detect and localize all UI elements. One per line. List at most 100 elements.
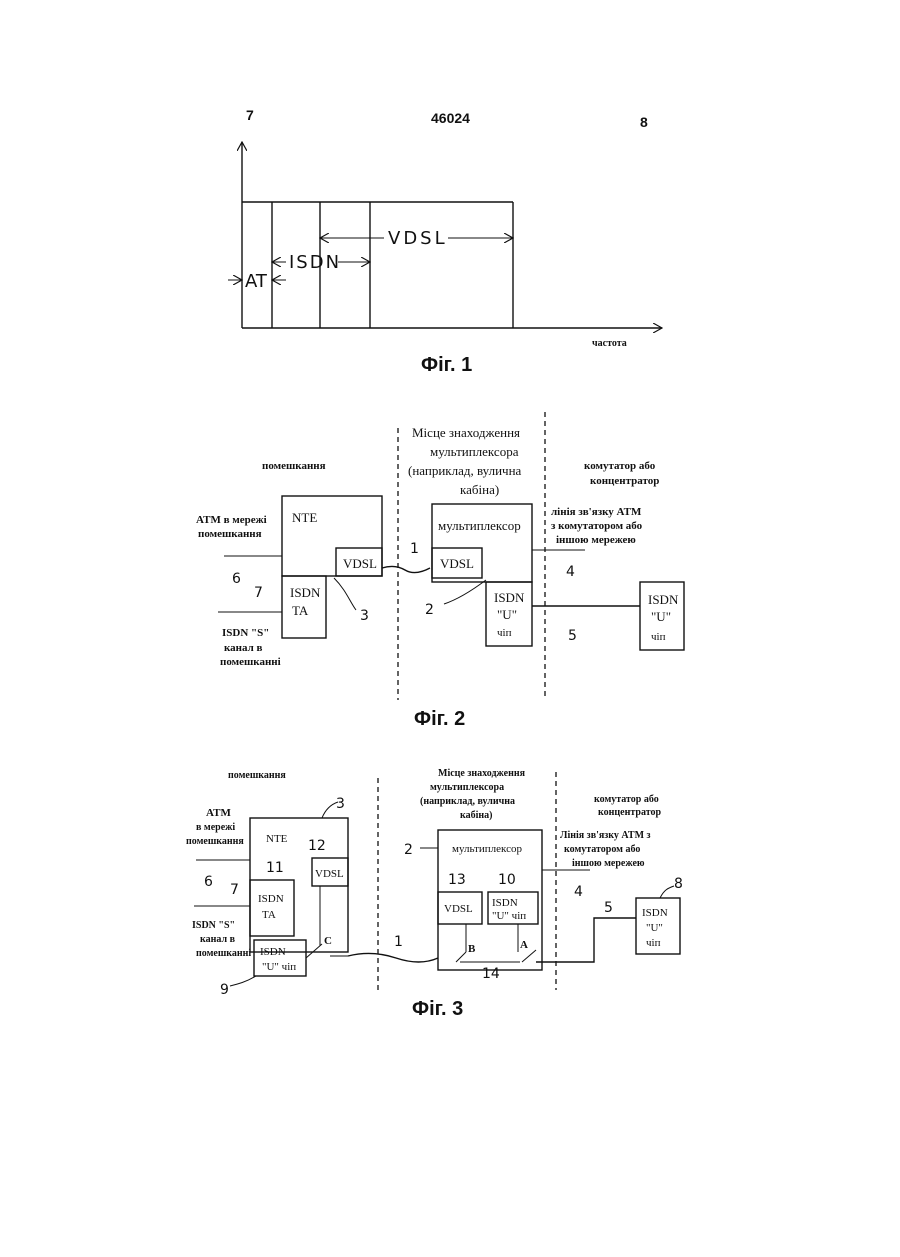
svg-text:"U": "U" bbox=[497, 607, 517, 622]
band-label-isdn: ISDN bbox=[289, 252, 341, 273]
isdn-ta-box bbox=[250, 880, 294, 936]
page-header: 7 46024 8 bbox=[246, 107, 648, 130]
left-page-number: 7 bbox=[246, 107, 254, 123]
svg-text:помешкання: помешкання bbox=[198, 528, 262, 540]
svg-text:комутатор або: комутатор або bbox=[584, 460, 656, 472]
mux-label: мультиплексор bbox=[452, 843, 522, 855]
isdn-s-label: ISDN "S" канал в помешканні bbox=[220, 627, 281, 668]
svg-text:ATM в мережі: ATM в мережі bbox=[196, 514, 267, 526]
svg-text:ATM: ATM bbox=[206, 807, 231, 819]
svg-text:в мережі: в мережі bbox=[196, 822, 235, 833]
switch-a-blade bbox=[522, 950, 536, 962]
svg-text:Місце знаходження: Місце знаходження bbox=[438, 768, 526, 779]
atm-premises-label: ATM в мережі помешкання bbox=[196, 514, 267, 540]
ref-5: 5 bbox=[604, 900, 613, 916]
isdn-s-label: ISDN "S" канал в помешканні bbox=[192, 920, 251, 959]
svg-text:канал в: канал в bbox=[224, 642, 263, 654]
svg-text:помешканні: помешканні bbox=[196, 948, 251, 959]
ref-4: 4 bbox=[566, 564, 575, 580]
ref-2: 2 bbox=[404, 842, 413, 858]
figure-1-caption: Фіг. 1 bbox=[421, 354, 472, 376]
document-number: 46024 bbox=[431, 110, 470, 126]
leader-3 bbox=[334, 578, 356, 610]
band-label-vdsl: VDSL bbox=[388, 228, 448, 249]
ref-3: 3 bbox=[360, 608, 369, 624]
nte-box bbox=[250, 818, 348, 952]
svg-text:(наприклад, вулична: (наприклад, вулична bbox=[408, 463, 522, 478]
svg-text:ISDN: ISDN bbox=[494, 590, 525, 605]
svg-text:"U" чіп: "U" чіп bbox=[262, 961, 296, 973]
band-label-at: AT bbox=[245, 271, 268, 292]
zone-premises-label: помешкання bbox=[228, 770, 286, 781]
figure-3: помешкання Місце знаходження мультиплекс… bbox=[186, 768, 683, 1020]
ref-1: 1 bbox=[394, 934, 403, 950]
ref-11: 11 bbox=[266, 860, 284, 876]
ref-2: 2 bbox=[425, 602, 434, 618]
switch-a-label: A bbox=[520, 939, 528, 951]
svg-text:канал в: канал в bbox=[200, 934, 236, 945]
atm-line-label: Лінія зв'язку ATM з комутатором або іншо… bbox=[560, 830, 651, 869]
ref-6: 6 bbox=[204, 874, 213, 890]
svg-text:мультиплексора: мультиплексора bbox=[430, 444, 519, 459]
svg-text:ISDN "S": ISDN "S" bbox=[222, 627, 269, 639]
vdsl-link-1 bbox=[382, 566, 430, 572]
mux-vdsl-label: VDSL bbox=[444, 903, 473, 915]
x-axis-label: частота bbox=[592, 338, 627, 349]
mux-label: мультиплексор bbox=[438, 518, 521, 533]
ref-3: 3 bbox=[336, 796, 345, 812]
zone-mux-label: Місце знаходження мультиплексора (наприк… bbox=[420, 768, 526, 821]
isdn-u-line-5 bbox=[536, 918, 636, 962]
atm-premises-label: ATM в мережі помешкання bbox=[186, 807, 244, 847]
svg-text:Лінія зв'язку ATM з: Лінія зв'язку ATM з bbox=[560, 830, 651, 841]
svg-text:ISDN: ISDN bbox=[642, 907, 668, 919]
atm-line-label: лінія зв'язку ATM з комутатором або іншо… bbox=[551, 506, 643, 546]
svg-text:(наприклад, вулична: (наприклад, вулична bbox=[420, 796, 515, 807]
nte-label: NTE bbox=[292, 510, 317, 525]
ref-14: 14 bbox=[482, 966, 500, 982]
vdsl-link-1 bbox=[348, 953, 438, 962]
svg-text:ISDN: ISDN bbox=[648, 592, 679, 607]
svg-text:мультиплексора: мультиплексора bbox=[430, 782, 504, 793]
switch-b-label: B bbox=[468, 943, 476, 955]
svg-text:Місце знаходження: Місце знаходження bbox=[412, 425, 520, 440]
nte-vdsl-label: VDSL bbox=[343, 556, 377, 571]
ref-4: 4 bbox=[574, 884, 583, 900]
svg-text:"U": "U" bbox=[651, 609, 671, 624]
ref-5: 5 bbox=[568, 628, 577, 644]
ref-6: 6 bbox=[232, 571, 241, 587]
svg-text:кабіна): кабіна) bbox=[460, 482, 499, 497]
svg-text:з комутатором або: з комутатором або bbox=[551, 520, 643, 532]
switch-c-blade bbox=[306, 944, 322, 958]
leader-8 bbox=[660, 886, 674, 898]
svg-text:чіп: чіп bbox=[646, 937, 661, 949]
svg-text:"U" чіп: "U" чіп bbox=[492, 910, 526, 922]
ref-10: 10 bbox=[498, 872, 516, 888]
figure-2: помешкання Місце знаходження мультиплекс… bbox=[196, 412, 684, 730]
svg-text:концентратор: концентратор bbox=[598, 807, 661, 818]
nte-vdsl-label: VDSL bbox=[315, 868, 344, 880]
svg-text:помешканні: помешканні bbox=[220, 656, 281, 668]
mux-vdsl-label: VDSL bbox=[440, 556, 474, 571]
svg-text:комутатор або: комутатор або bbox=[594, 794, 659, 805]
svg-text:лінія зв'язку ATM: лінія зв'язку ATM bbox=[551, 506, 642, 518]
svg-text:TA: TA bbox=[262, 909, 276, 921]
ref-8: 8 bbox=[674, 876, 683, 892]
svg-text:ISDN "S": ISDN "S" bbox=[192, 920, 235, 931]
svg-text:чіп: чіп bbox=[497, 627, 512, 639]
svg-text:TA: TA bbox=[292, 603, 309, 618]
svg-text:ISDN: ISDN bbox=[290, 585, 321, 600]
svg-text:ISDN: ISDN bbox=[260, 946, 286, 958]
zone-switch-label: комутатор або концентратор bbox=[594, 794, 661, 818]
ref-7: 7 bbox=[230, 882, 239, 898]
nte-label: NTE bbox=[266, 833, 288, 845]
switch-c-label: C bbox=[324, 935, 332, 947]
ref-7: 7 bbox=[254, 585, 263, 601]
zone-switch-label: комутатор або концентратор bbox=[584, 460, 659, 487]
ref-12: 12 bbox=[308, 838, 326, 854]
svg-text:кабіна): кабіна) bbox=[460, 810, 492, 821]
ref-9: 9 bbox=[220, 982, 229, 998]
svg-text:іншою мережею: іншою мережею bbox=[572, 858, 645, 869]
zone-premises-label: помешкання bbox=[262, 460, 326, 472]
ref-1: 1 bbox=[410, 541, 419, 557]
svg-text:концентратор: концентратор bbox=[590, 475, 659, 487]
